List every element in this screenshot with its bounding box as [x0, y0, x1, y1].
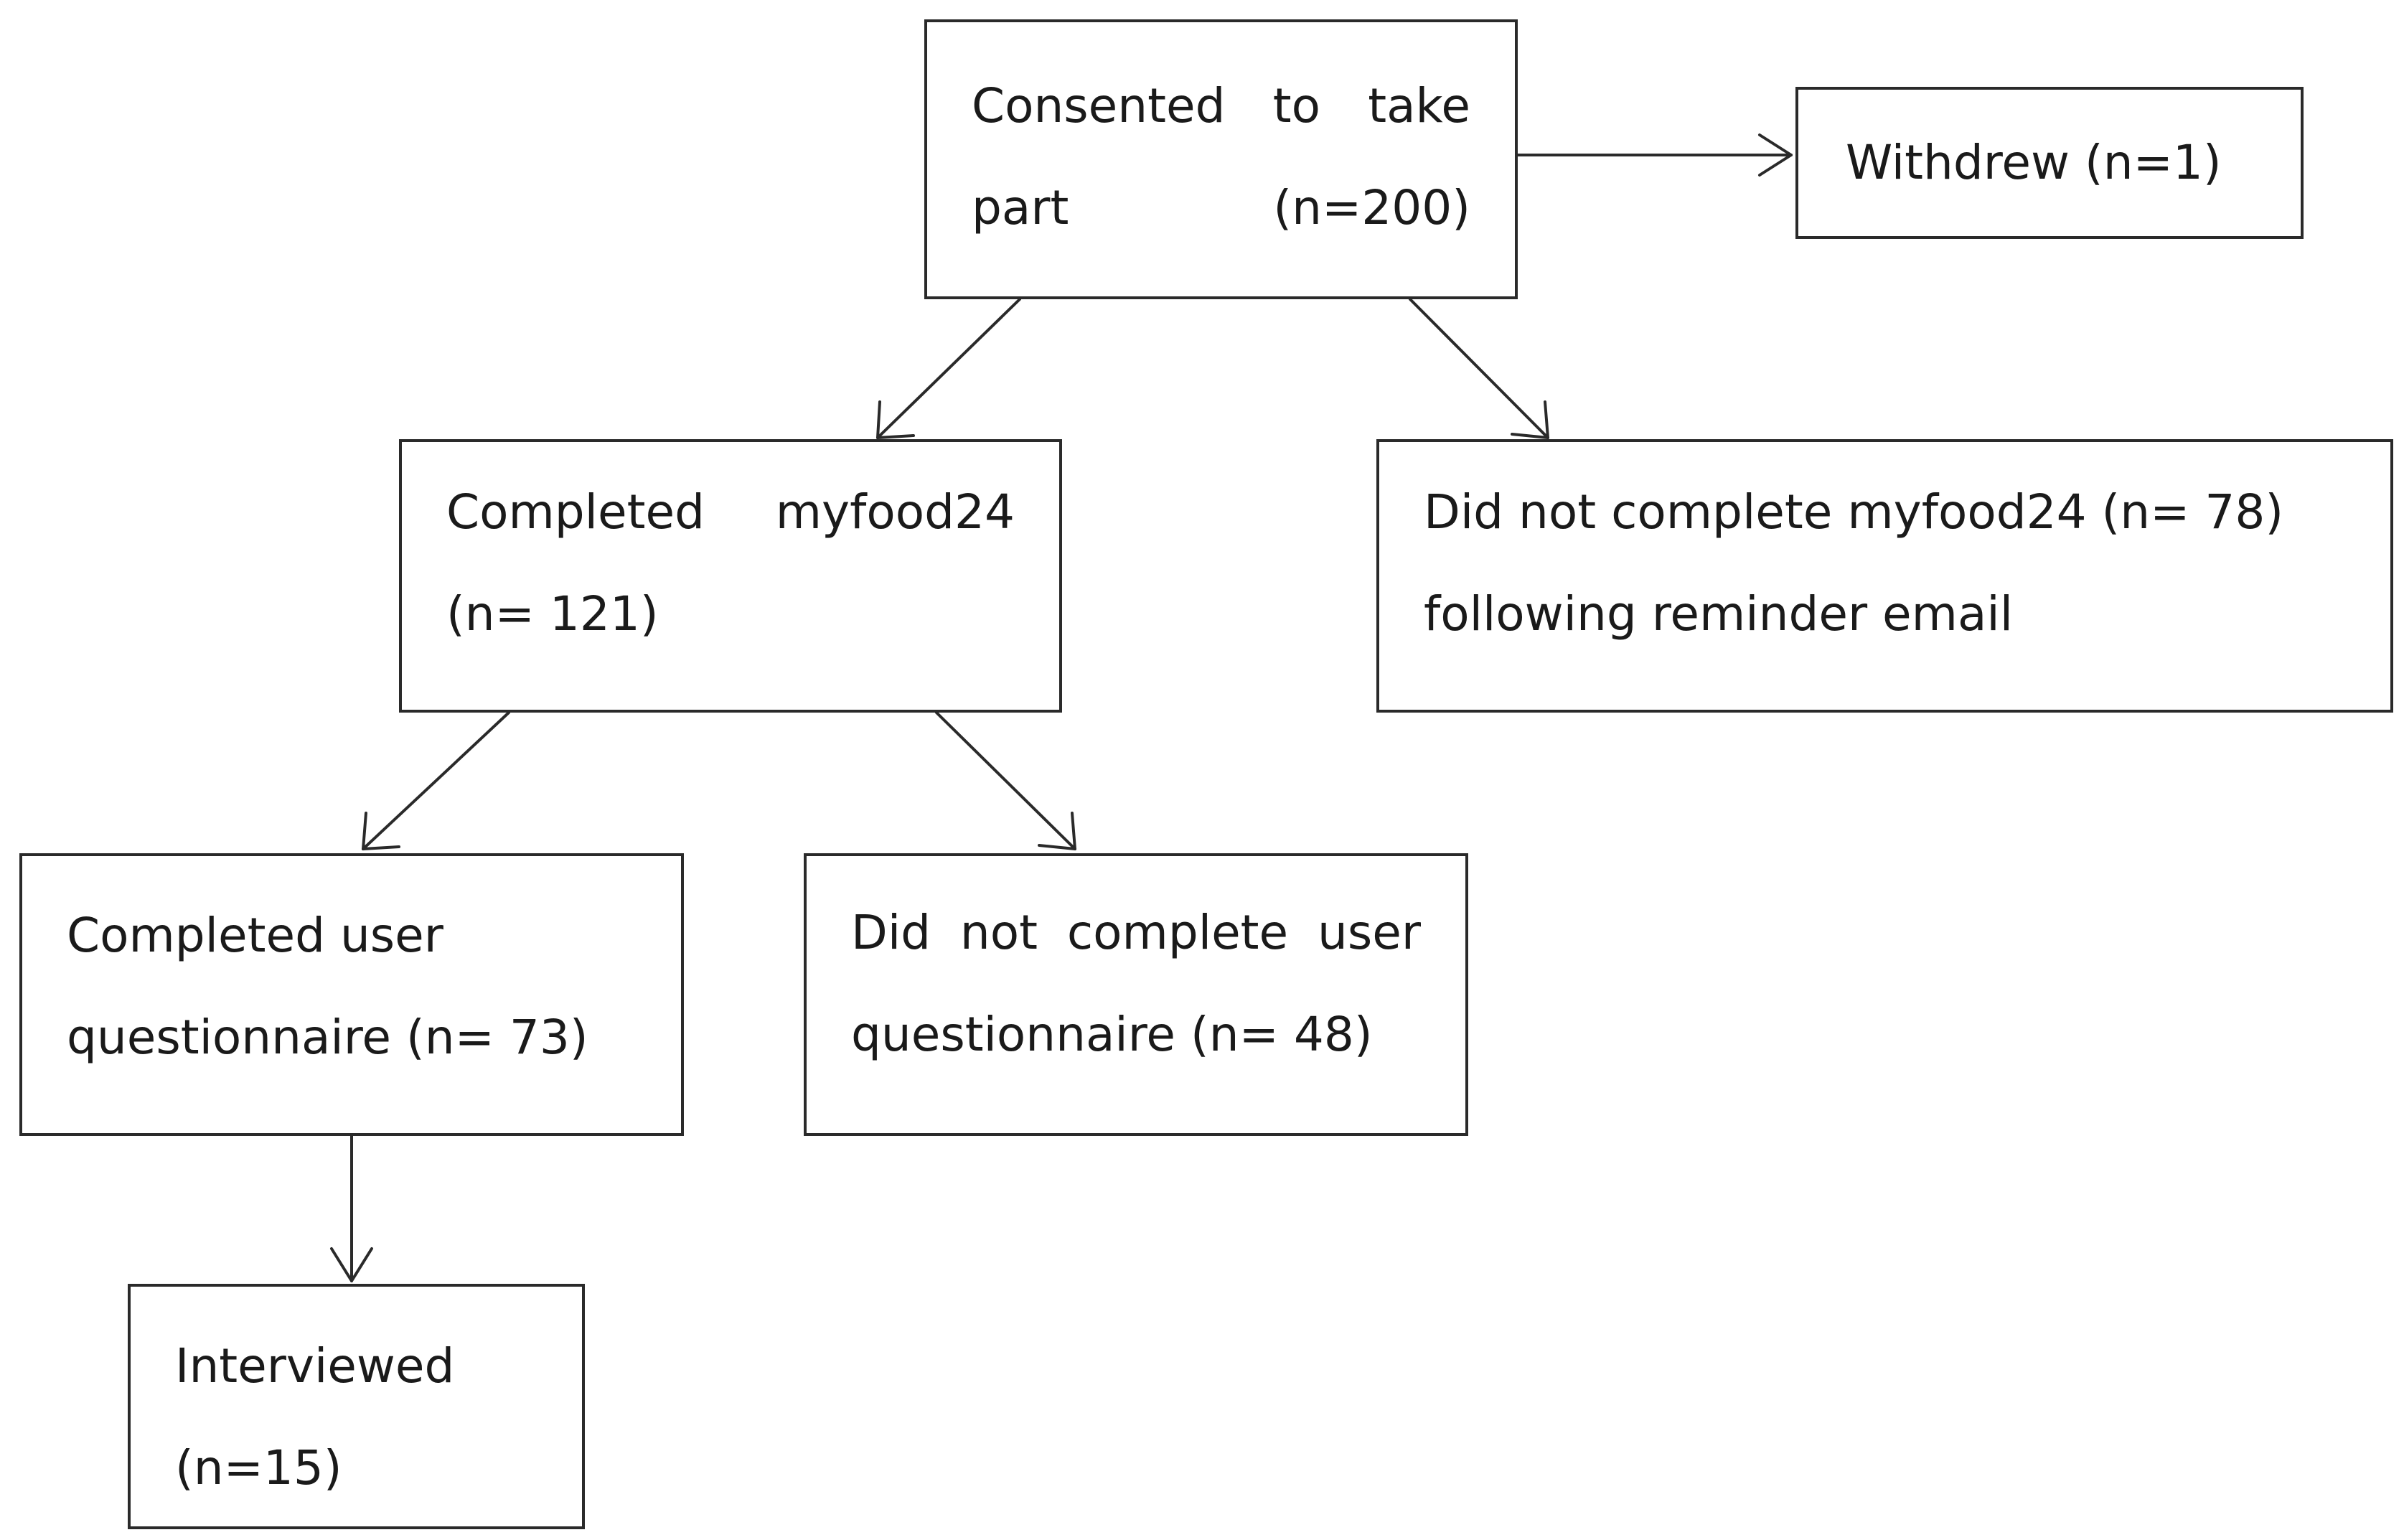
- box-text-line: Did not complete myfood24 (n= 78): [1424, 484, 2284, 540]
- box-text-line: Completed myfood24: [446, 484, 1015, 540]
- box-text-line: Consented to take: [972, 78, 1470, 133]
- box-interviewed: Interviewed (n=15): [128, 1284, 585, 1529]
- box-consented: Consented to take part (n=200): [924, 19, 1518, 299]
- arrow-consented-to-withdrew: [1516, 133, 1793, 177]
- box-completed-myfood24: Completed myfood24 (n= 121): [399, 439, 1062, 713]
- box-completed-questionnaire: Completed user questionnaire (n= 73): [19, 853, 684, 1136]
- arrow-consented-to-not-completed: [1409, 298, 1549, 439]
- box-text-line: (n=15): [175, 1440, 342, 1496]
- arrow-completed-to-questionnaire: [362, 711, 510, 850]
- box-withdrew: Withdrew (n=1): [1795, 87, 2304, 239]
- arrow-questionnaire-to-interviewed: [330, 1135, 373, 1282]
- box-text-line: (n= 121): [446, 586, 659, 642]
- box-text-line: questionnaire (n= 48): [851, 1007, 1373, 1062]
- box-did-not-complete-questionnaire: Did not complete user questionnaire (n= …: [804, 853, 1468, 1136]
- arrow-consented-to-completed: [876, 298, 1021, 439]
- box-text-line: part (n=200): [972, 180, 1470, 235]
- arrow-completed-to-no-questionnaire: [935, 711, 1076, 850]
- box-text-line: Did not complete user: [851, 905, 1421, 960]
- box-text-line: questionnaire (n= 73): [67, 1010, 588, 1065]
- box-text-line: Interviewed: [175, 1338, 455, 1394]
- box-text-line: Withdrew (n=1): [1846, 135, 2222, 190]
- box-did-not-complete-myfood24: Did not complete myfood24 (n= 78) follow…: [1376, 439, 2393, 713]
- box-text-line: following reminder email: [1424, 586, 2014, 642]
- box-text-line: Completed user: [67, 908, 443, 963]
